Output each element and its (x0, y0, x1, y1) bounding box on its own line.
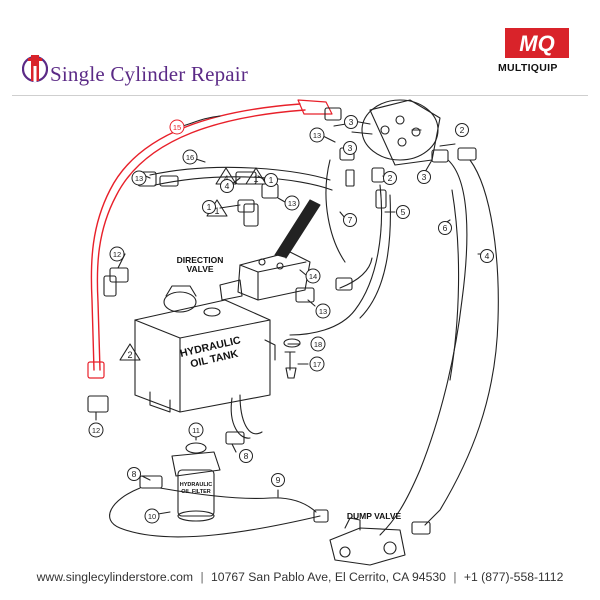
direction-valve-label-line2: VALVE (186, 264, 213, 274)
callout-c16: 16 (182, 149, 198, 165)
callout-number: 13 (319, 307, 327, 316)
header-divider (12, 95, 588, 96)
brand-name[interactable]: Single Cylinder Repair (50, 62, 249, 86)
callout-number: 1 (269, 175, 274, 185)
callout-c7: 7 (343, 213, 357, 227)
callout-number: 13 (313, 131, 321, 140)
callout-number: 13 (288, 199, 296, 208)
fittings (87, 107, 477, 535)
footer-website-link[interactable]: www.singlecylinderstore.com (36, 570, 194, 584)
callout-c1b: 1 (202, 200, 216, 214)
callout-c15: 15 (169, 119, 185, 135)
footer-address: 10767 San Pablo Ave, El Cerrito, CA 9453… (211, 570, 446, 584)
callout-number: 11 (192, 426, 200, 435)
dump-valve (329, 517, 406, 566)
callout-c18: 18 (310, 336, 326, 352)
callout-number: 12 (92, 426, 100, 435)
hydraulic-pump (347, 99, 441, 166)
header: Single Cylinder Repair MQ MULTIQUIP (0, 0, 600, 95)
callout-c13b: 13 (131, 170, 147, 186)
callout-c10: 10 (144, 508, 160, 524)
callout-c6: 6 (438, 221, 452, 235)
svg-text:2: 2 (127, 350, 132, 360)
callout-c14: 14 (305, 268, 321, 284)
callout-number: 8 (244, 451, 249, 461)
piston-logo-icon (22, 55, 48, 83)
callout-number: 16 (186, 153, 194, 162)
callout-c8b: 8 (127, 467, 141, 481)
callout-number: 5 (401, 207, 406, 217)
callout-c3c: 3 (417, 170, 431, 184)
hydraulic-oil-filter (171, 442, 221, 522)
direction-valve-label-line1: DIRECTION (177, 255, 224, 265)
callout-c9: 9 (271, 473, 285, 487)
callout-c13c: 13 (284, 195, 300, 211)
footer-phone-link[interactable]: +1 (877)-558-1112 (463, 570, 564, 584)
callout-number: 3 (348, 143, 353, 153)
svg-text:1: 1 (253, 174, 258, 184)
hose-15-highlight (87, 99, 333, 379)
callout-number: 3 (422, 172, 427, 182)
callout-number: 8 (132, 469, 137, 479)
direction-valve (219, 199, 321, 301)
callout-number: 3 (349, 117, 354, 127)
callout-c3a: 3 (344, 115, 358, 129)
callout-c3b: 3 (343, 141, 357, 155)
callout-c2b: 2 (383, 171, 397, 185)
callout-number: 6 (443, 223, 448, 233)
callout-c1a: 1 (264, 173, 278, 187)
callout-number: 12 (113, 250, 121, 259)
callout-number: 9 (276, 475, 281, 485)
callout-c13d: 13 (315, 303, 331, 319)
callout-c4: 4 (220, 179, 234, 193)
hydraulic-diagram: 2 1 1 4 15313321613411132357641214131817… (87, 99, 499, 566)
callout-number: 2 (388, 173, 393, 183)
footer-separator: | (200, 570, 204, 584)
partner-name: MULTIQUIP (498, 62, 558, 74)
callout-c2a: 2 (455, 123, 469, 137)
svg-text:1: 1 (214, 206, 219, 216)
multiquip-logo-icon: MQ (505, 28, 569, 58)
dump-valve-label: DUMP VALVE (347, 511, 402, 521)
callout-c5: 5 (396, 205, 410, 219)
callout-c8a: 8 (239, 449, 253, 463)
hydraulic-oil-tank (134, 285, 276, 413)
callout-number: 4 (485, 251, 490, 261)
callout-number: 17 (313, 360, 321, 369)
footer: www.singlecylinderstore.com | 10767 San … (0, 570, 600, 592)
callout-number: 18 (314, 340, 322, 349)
callout-c11: 11 (188, 422, 204, 438)
svg-text:4: 4 (223, 174, 228, 184)
mq-mark: MQ (519, 31, 554, 56)
callout-number: 14 (309, 272, 317, 281)
callout-number: 4 (225, 181, 230, 191)
callout-number: 1 (207, 202, 212, 212)
callout-number: 10 (148, 512, 156, 521)
callout-c13a: 13 (309, 127, 325, 143)
footer-separator: | (453, 570, 457, 584)
filter-label-line1: HYDRAULIC (180, 482, 212, 488)
filter-label-line2: OIL FILTER (181, 489, 210, 495)
callout-number: 2 (460, 125, 465, 135)
callout-number: 7 (348, 215, 353, 225)
callout-c4b: 4 (480, 249, 494, 263)
callout-number: 15 (173, 123, 181, 132)
callout-c12b: 12 (88, 422, 104, 438)
callout-number: 13 (135, 174, 143, 183)
callout-c12a: 12 (109, 246, 125, 262)
callout-c17: 17 (309, 356, 325, 372)
